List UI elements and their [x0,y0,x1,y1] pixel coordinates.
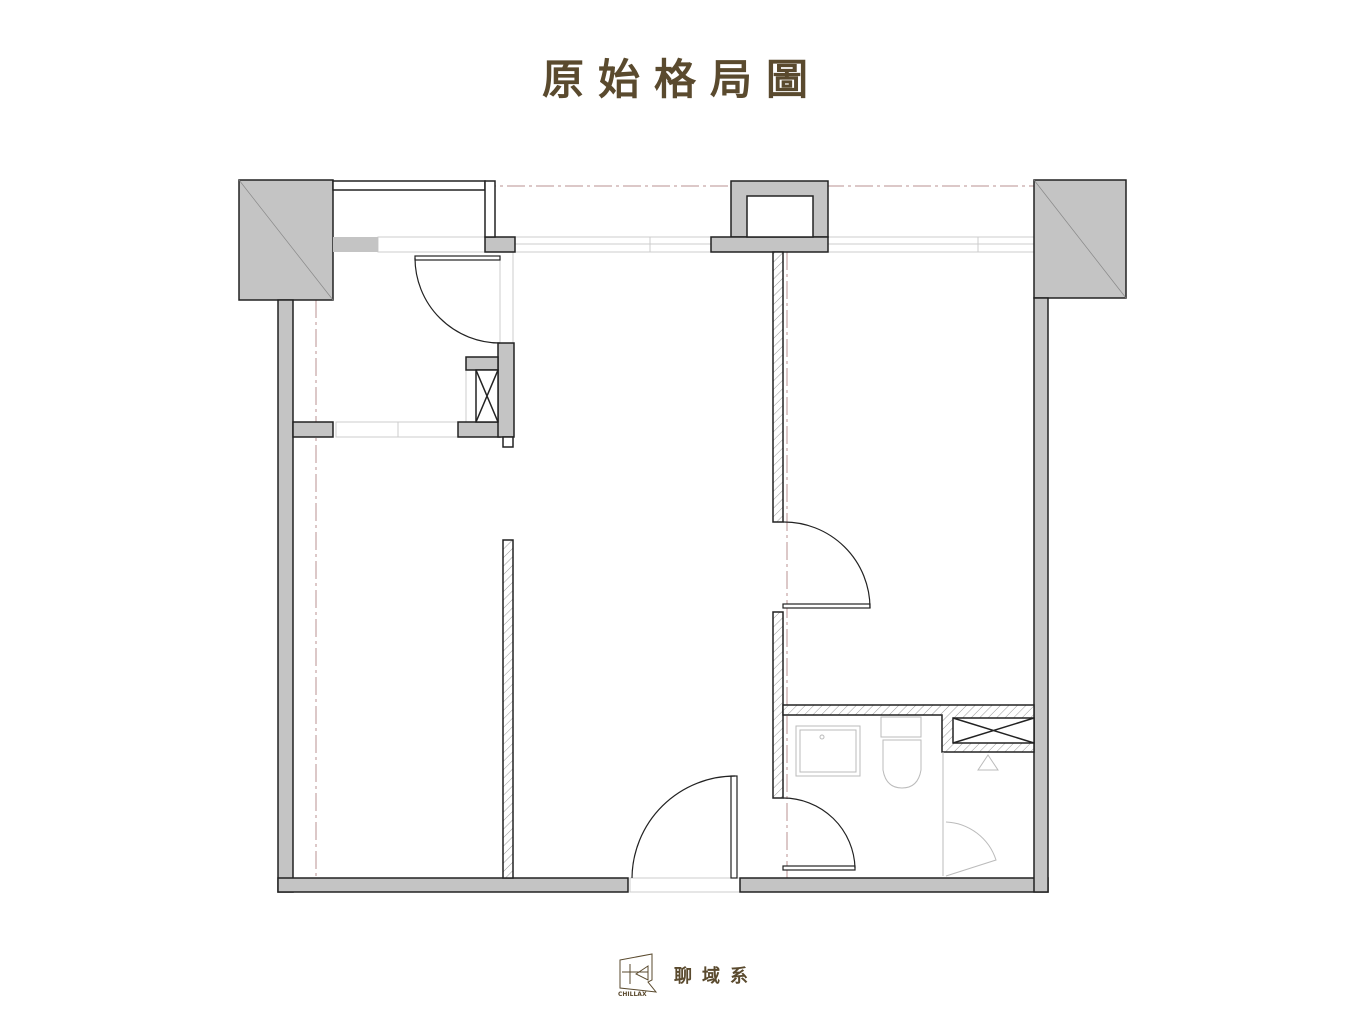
windows [335,236,1035,893]
logo-mark-icon: CHILLAX [618,953,658,998]
doors [414,255,871,879]
page-title: 原始格局圖 [541,55,822,104]
logo-en: CHILLAX [618,991,647,998]
structural-walls [238,179,1127,893]
interior-walls [502,251,1035,879]
brand-name: 聊域系 [674,966,758,987]
axis-lines [315,185,1034,878]
shaft-box [475,369,1035,744]
brand-logo: CHILLAX 聊域系 [616,952,758,998]
bathroom-fixtures [795,716,999,877]
